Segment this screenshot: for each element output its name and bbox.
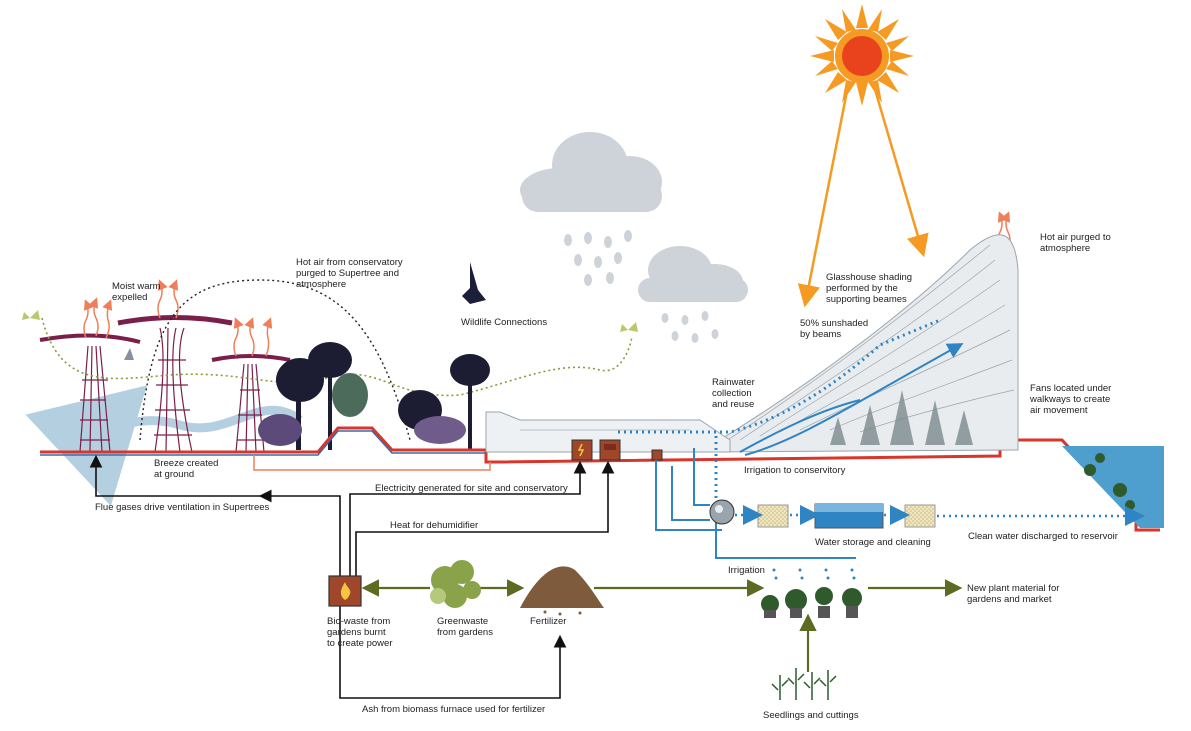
flower-dome xyxy=(485,411,731,453)
label-breeze: Breeze created at ground xyxy=(154,458,219,480)
exhaust-arrow xyxy=(262,317,273,357)
sun-ray-arrow xyxy=(872,85,929,258)
electricity-arrow xyxy=(349,460,587,578)
label-biowaste: Bio-waste from gardens burnt to create p… xyxy=(327,616,393,649)
flue-gas-arrow xyxy=(258,489,341,578)
furnace-icon xyxy=(571,439,593,461)
pump-box xyxy=(651,449,663,461)
supertree-right xyxy=(211,354,291,453)
cloud-icon xyxy=(638,246,748,343)
supertree-center xyxy=(117,315,233,453)
forest-silhouette xyxy=(258,342,490,450)
label-greenwaste: Greenwaste from gardens xyxy=(437,616,493,638)
flue-gas-arrow-to-supertree xyxy=(89,454,262,497)
label-seedlings: Seedlings and cuttings xyxy=(763,710,859,721)
water-cleaning-chain xyxy=(709,499,936,529)
bird-icon xyxy=(462,262,486,304)
sun-icon xyxy=(810,4,914,106)
label-flue-gases: Flue gases drive ventilation in Supertre… xyxy=(95,502,270,513)
label-electricity: Electricity generated for site and conse… xyxy=(375,483,568,494)
exhaust-arrow xyxy=(83,299,94,339)
cloud-icon xyxy=(520,132,662,286)
exhaust-arrow xyxy=(157,279,168,319)
exhaust-arrow xyxy=(168,279,179,319)
furnace-icon xyxy=(328,575,362,607)
label-irrigation: Irrigation xyxy=(728,565,765,576)
label-fertilizer: Fertilizer xyxy=(530,616,567,627)
conservatory-dome xyxy=(698,234,1019,453)
greenwaste-pile xyxy=(430,560,481,608)
bird-icon xyxy=(124,348,134,360)
supertree-left xyxy=(39,333,141,453)
butterfly-icon xyxy=(22,310,638,332)
label-rainwater: Rainwater collection and reuse xyxy=(712,377,755,410)
ground-line-shadow xyxy=(40,430,486,456)
label-sunshaded: 50% sunshaded by beams xyxy=(800,318,869,340)
supply-pipe xyxy=(655,460,722,531)
potted-plants xyxy=(761,587,862,618)
label-hot-air-conservatory: Hot air from conservatory purged to Supe… xyxy=(296,257,403,290)
supply-pipe xyxy=(693,448,710,506)
label-ash: Ash from biomass furnace used for fertil… xyxy=(362,704,546,715)
label-moist-warm-expelled: Moist warm expelled xyxy=(112,281,161,303)
label-clean-water: Clean water discharged to reservoir xyxy=(968,531,1118,542)
rainwater-flow xyxy=(618,318,941,434)
heat-arrow xyxy=(355,460,615,578)
label-hot-air-purged: Hot air purged to atmosphere xyxy=(1040,232,1111,254)
label-glasshouse-shading: Glasshouse shading performed by the supp… xyxy=(826,272,913,305)
label-irrigation-conservatory: Irrigation to conservitory xyxy=(744,465,846,476)
irrigation-up xyxy=(744,343,964,456)
label-wildlife-connections: Wildlife Connections xyxy=(461,317,548,328)
label-water-storage: Water storage and cleaning xyxy=(815,537,931,548)
label-new-plant-material: New plant material for gardens and marke… xyxy=(967,583,1060,605)
exhaust-arrow xyxy=(233,317,244,357)
exhaust-arrow xyxy=(244,317,255,357)
ash-arrow xyxy=(339,604,567,699)
label-fans: Fans located under walkways to create ai… xyxy=(1030,383,1112,416)
dehumidifier-box xyxy=(599,439,621,461)
fertilizer-mound xyxy=(520,566,604,608)
exhaust-arrow xyxy=(88,297,99,337)
exhaust-arrow xyxy=(102,299,113,339)
seedlings xyxy=(771,668,837,700)
label-heat-dehumidifier: Heat for dehumidifier xyxy=(390,520,479,531)
supply-pipe xyxy=(671,466,710,521)
underground-connection xyxy=(253,455,491,471)
sun-ray-arrow xyxy=(797,85,850,308)
